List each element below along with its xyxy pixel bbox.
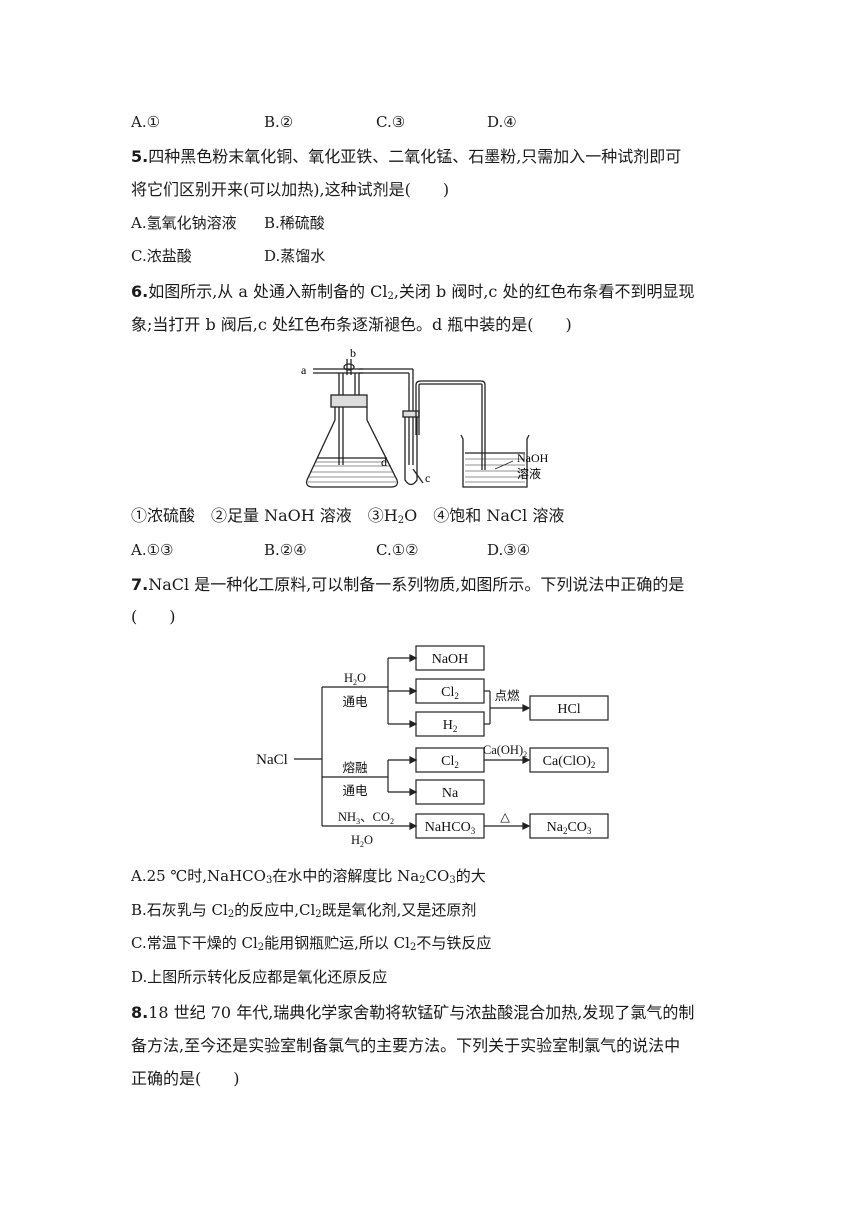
q8-line1: 8.18 世纪 70 年代,瑞典化学家舍勒将软锰矿与浓盐酸混合加热,发现了氯气的… — [131, 1003, 694, 1023]
box-cl2-top: Cl2 — [441, 685, 459, 701]
label-a: a — [301, 363, 307, 377]
cond-ignite: 点燃 — [494, 688, 520, 703]
q6-option-c: C.①② — [376, 541, 419, 559]
label-solution: 溶液 — [517, 466, 541, 481]
box-na2co3: Na2CO3 — [547, 820, 592, 836]
q7-option-a: A.25 ℃时,NaHCO3在水中的溶解度比 Na2CO3的大 — [131, 867, 486, 886]
q4-option-d: D.④ — [487, 113, 517, 131]
box-cl2-mid: Cl2 — [441, 754, 459, 770]
cond-caoh2: Ca(OH)2 — [483, 743, 527, 759]
q5-line2: 将它们区别开来(可以加热),这种试剂是( ) — [131, 180, 450, 199]
q7-flow-svg: NaCl NaOH Cl2 H2 HCl Cl2 Ca(ClO)2 Na NaH… — [256, 645, 609, 849]
box-na: Na — [442, 786, 459, 801]
q5-number: 5. — [131, 147, 149, 166]
cond3-bottom: H2O — [351, 833, 373, 849]
q6-option-d: D.③④ — [487, 541, 531, 559]
q5-line1: 5.四种黑色粉末氧化铜、氧化亚铁、二氧化锰、石墨粉,只需加入一种试剂即可 — [131, 147, 681, 167]
cond2-top: 熔融 — [342, 760, 368, 775]
box-hcl: HCl — [557, 702, 580, 717]
label-naoh: NaOH — [517, 451, 549, 465]
diagram-source-nacl: NaCl — [256, 752, 288, 768]
q6-line2: 象;当打开 b 阀后,c 处红色布条逐渐褪色。d 瓶中装的是( ) — [131, 315, 572, 334]
cond3-top: NH3、CO2 — [338, 810, 394, 826]
q6-choices-a: ①浓硫酸 ②足量 NaOH 溶液 ③H — [131, 506, 398, 525]
q8-line2: 备方法,至今还是实验室制备氯气的主要方法。下列关于实验室制氯气的说法中 — [131, 1036, 681, 1055]
q4-option-b: B.② — [264, 113, 294, 131]
q5-option-b: B.稀硫酸 — [264, 214, 325, 232]
label-d: d — [381, 455, 387, 469]
q6-text1b: ,关闭 b 阀时,c 处的红色布条看不到明显现 — [393, 282, 695, 301]
q6-apparatus-figure: a b c d NaOH 溶液 — [295, 345, 575, 499]
cond1-top: H2O — [344, 671, 366, 687]
q4-option-c: C.③ — [376, 113, 406, 131]
cond1-bottom: 通电 — [342, 695, 368, 709]
q6-number: 6. — [131, 282, 149, 301]
q6-choices-sub: 2 — [397, 515, 405, 526]
label-b: b — [350, 346, 356, 360]
q6-option-a: A.①③ — [131, 541, 174, 559]
q8-number: 8. — [131, 1003, 149, 1022]
q5-option-c: C.浓盐酸 — [131, 247, 192, 265]
q6-text1a: 如图所示,从 a 处通入新制备的 Cl — [148, 282, 388, 301]
q8-line3: 正确的是( ) — [131, 1069, 240, 1088]
box-h2: H2 — [443, 718, 458, 734]
label-c: c — [425, 471, 430, 485]
q6-text1-sub: 2 — [387, 291, 394, 302]
box-nahco3: NaHCO3 — [425, 820, 476, 836]
q5-option-a: A.氢氧化钠溶液 — [131, 214, 237, 232]
box-naoh: NaOH — [432, 652, 469, 667]
cond2-bottom: 通电 — [342, 784, 368, 798]
q6-choices-b: O ④饱和 NaCl 溶液 — [404, 506, 565, 525]
q4-option-a: A.① — [131, 113, 161, 131]
box-caclo2: Ca(ClO)2 — [543, 754, 596, 770]
q7-number: 7. — [131, 575, 149, 594]
q7-text1: NaCl 是一种化工原料,可以制备一系列物质,如图所示。下列说法中正确的是 — [148, 575, 685, 594]
q6-apparatus-svg: a b c d NaOH 溶液 — [301, 346, 549, 488]
q7-option-d: D.上图所示转化反应都是氧化还原反应 — [131, 968, 388, 986]
q6-line1: 6.如图所示,从 a 处通入新制备的 Cl2,关闭 b 阀时,c 处的红色布条看… — [131, 282, 694, 302]
q8-text1: 18 世纪 70 年代,瑞典化学家舍勒将软锰矿与浓盐酸混合加热,发现了氯气的制 — [148, 1003, 695, 1022]
q5-option-d: D.蒸馏水 — [264, 247, 326, 265]
cond-heat: △ — [500, 810, 510, 824]
q7-flow-diagram: NaCl NaOH Cl2 H2 HCl Cl2 Ca(ClO)2 Na NaH… — [250, 640, 620, 854]
q6-option-b: B.②④ — [264, 541, 307, 559]
q7-option-b: B.石灰乳与 Cl2的反应中,Cl2既是氧化剂,又是还原剂 — [131, 901, 477, 920]
q6-choices: ①浓硫酸 ②足量 NaOH 溶液 ③H2O ④饱和 NaCl 溶液 — [131, 506, 564, 526]
q5-text1: 四种黑色粉末氧化铜、氧化亚铁、二氧化锰、石墨粉,只需加入一种试剂即可 — [148, 147, 682, 166]
q7-option-c: C.常温下干燥的 Cl2能用钢瓶贮运,所以 Cl2不与铁反应 — [131, 934, 492, 953]
q7-line2: ( ) — [131, 607, 176, 626]
q7-line1: 7.NaCl 是一种化工原料,可以制备一系列物质,如图所示。下列说法中正确的是 — [131, 575, 684, 595]
